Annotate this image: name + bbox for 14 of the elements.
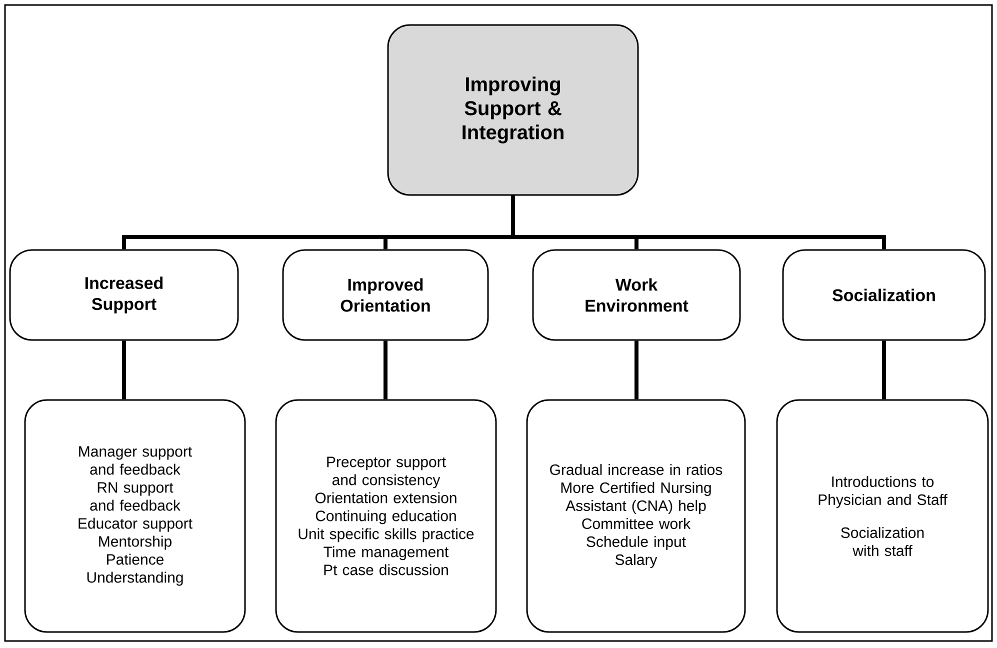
detail-box: Introductions to Physician and Staff Socialization with staff bbox=[776, 399, 989, 633]
category-box: Increased Support bbox=[9, 249, 239, 341]
connector-line bbox=[511, 196, 886, 250]
title-box: Improving Support & Integration bbox=[387, 24, 639, 196]
detail-box: Manager support and feedback RN support and feedback Educator support Mentorship Patience Understanding bbox=[24, 399, 246, 633]
connector-line bbox=[634, 340, 638, 400]
category-box: Work Environment bbox=[532, 249, 741, 341]
category-box: Socialization bbox=[782, 249, 986, 341]
connector-line bbox=[122, 340, 126, 400]
category-box: Improved Orientation bbox=[282, 249, 489, 341]
detail-box: Gradual increase in ratios More Certified Nursing Assistant (CNA) help Committee work Schedule input Salary bbox=[526, 399, 746, 633]
detail-box: Preceptor support and consistency Orientation extension Continuing education Unit specific skills practice Time management Pt case discussion bbox=[275, 399, 497, 633]
connector-line bbox=[882, 340, 886, 400]
connector-line bbox=[384, 340, 388, 400]
